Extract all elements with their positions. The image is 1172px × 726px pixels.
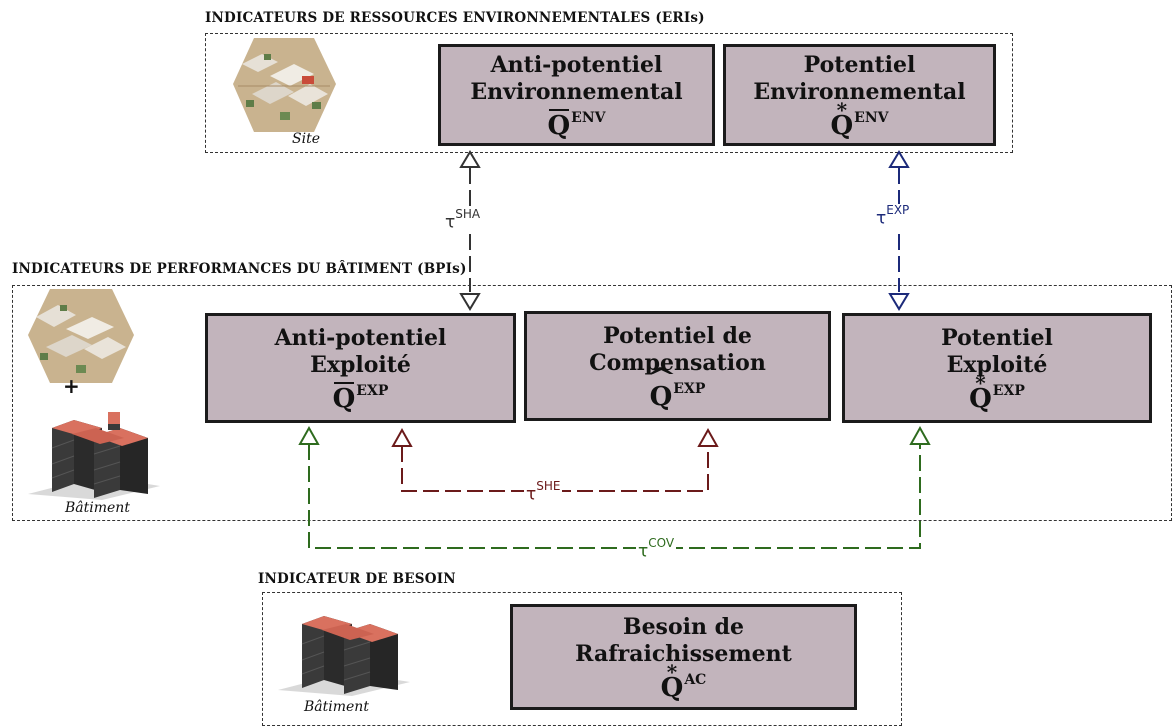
- link-cov: [298, 425, 931, 549]
- card-line1: Anti-potentiel: [490, 51, 663, 78]
- building-image: [278, 616, 410, 696]
- card-line1: Besoin de: [622, 613, 745, 640]
- tau-cov-label: τCOV: [636, 536, 677, 562]
- card-line1: Anti-potentiel: [274, 324, 447, 351]
- building-image: [28, 412, 160, 500]
- card-line1: Potentiel de: [603, 322, 752, 349]
- card-line2: Environnemental: [753, 78, 966, 105]
- building-caption: Bâtiment: [304, 699, 369, 715]
- card-line2: Exploité: [946, 351, 1048, 378]
- card-line2: Rafraichissement: [575, 640, 792, 667]
- card-line1: Potentiel: [941, 324, 1053, 351]
- eri-group-box: [205, 33, 1013, 153]
- card-line1: Potentiel: [803, 51, 916, 78]
- link-exp: [888, 150, 910, 311]
- besoin-group-title: INDICATEUR DE BESOIN: [258, 571, 456, 587]
- eri-group-title: INDICATEURS DE RESSOURCES ENVIRONNEMENTA…: [205, 10, 705, 26]
- tau-exp-label: τEXP: [874, 203, 912, 229]
- tau-she-label: τSHE: [524, 479, 563, 505]
- tau-sha-label: τSHA: [443, 207, 483, 233]
- site-image: [233, 38, 336, 132]
- site-caption: Site: [292, 131, 320, 147]
- link-sha: [459, 150, 481, 311]
- card-line2: Environnemental: [470, 78, 683, 105]
- building-caption: Bâtiment: [65, 500, 130, 516]
- plus-sign: +: [63, 374, 80, 398]
- card-line2: Compensation: [589, 349, 766, 376]
- card-line2: Exploité: [310, 351, 411, 378]
- bpi-group-title: INDICATEURS DE PERFORMANCES DU BÂTIMENT …: [12, 261, 467, 277]
- site-image: [28, 289, 134, 383]
